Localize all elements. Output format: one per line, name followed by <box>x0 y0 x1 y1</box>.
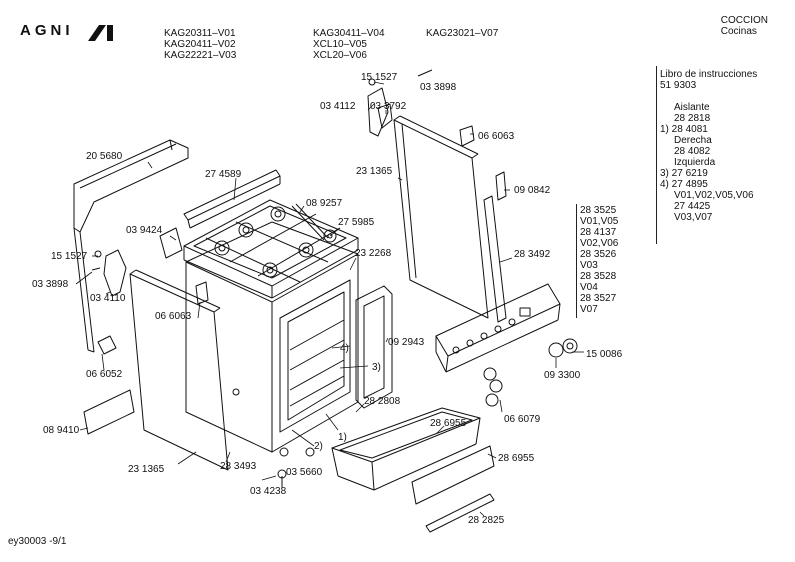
part-label: 2) <box>314 441 323 452</box>
brand-logo-mark-icon <box>88 25 113 41</box>
part-label: 27 5985 <box>338 217 375 228</box>
brackets <box>97 87 507 355</box>
variant-item: V01,V05 <box>580 216 619 227</box>
variant-item: 28 4137 <box>580 227 617 238</box>
variant-item: V03 <box>580 260 598 271</box>
part-label: 15 1527 <box>51 251 88 262</box>
part-label: 28 6955 <box>498 453 535 464</box>
knobs <box>483 338 578 407</box>
model-item: KAG20411–V02 <box>164 39 236 50</box>
part-label: 28 3493 <box>220 461 257 472</box>
part-label: 23 1365 <box>128 464 165 475</box>
part-label: 03 3898 <box>32 279 69 290</box>
brand-logo-text: AGNI <box>20 22 74 39</box>
variant-stack: 28 3525 V01,V05 28 4137 V02,V06 28 3526 … <box>580 205 618 315</box>
part-label: 09 0842 <box>514 185 551 196</box>
variant-item: V04 <box>580 282 598 293</box>
model-item: XCL20–V06 <box>313 50 367 61</box>
part-label: 03 3792 <box>370 101 407 112</box>
drawer-front <box>411 445 495 505</box>
part-label: 23 2268 <box>355 248 392 259</box>
side-note: 3) 27 6219 <box>660 168 708 179</box>
side-note: Libro de instrucciones <box>660 69 758 80</box>
right-rail <box>483 195 507 323</box>
part-label: 4) <box>340 343 349 354</box>
side-note: Izquierda <box>674 157 716 168</box>
variant-item: 28 3527 <box>580 293 617 304</box>
variant-item: 28 3526 <box>580 249 617 260</box>
side-note: Aislante <box>674 102 710 113</box>
part-label: 03 9424 <box>126 225 163 236</box>
bottom-strip <box>425 493 495 533</box>
models-column-1: KAG20311–V01 KAG20411–V02 KAG22221–V03 <box>164 28 236 61</box>
leader-lines <box>75 81 584 517</box>
models-column-3: KAG23021–V07 <box>426 28 498 39</box>
variant-item: V02,V06 <box>580 238 619 249</box>
model-item: KAG20311–V01 <box>164 28 236 39</box>
footer-code: ey30003 -9/1 <box>8 536 67 547</box>
cooker-body <box>185 221 359 453</box>
part-label: 28 3492 <box>514 249 551 260</box>
part-label: 27 4589 <box>205 169 242 180</box>
variant-divider <box>576 204 577 318</box>
part-label: 03 4112 <box>320 101 356 112</box>
part-label: 08 9410 <box>43 425 80 436</box>
model-item: KAG23021–V07 <box>426 28 499 39</box>
screws <box>91 69 433 488</box>
part-label: 15 1527 <box>361 72 398 83</box>
part-label: 23 1365 <box>356 166 393 177</box>
part-label: 03 4110 <box>90 293 126 304</box>
variant-item: 28 3528 <box>580 271 617 282</box>
side-note: 27 4425 <box>674 201 711 212</box>
side-panel-left <box>129 269 229 471</box>
model-item: XCL10–V05 <box>313 39 367 50</box>
part-label: 06 6063 <box>478 131 515 142</box>
drawer <box>331 407 481 491</box>
part-label: 20 5680 <box>86 151 123 162</box>
side-note: 28 4082 <box>674 146 711 157</box>
part-label: 08 9257 <box>306 198 343 209</box>
oven-door-frame <box>355 285 393 409</box>
hob-top <box>183 199 359 299</box>
gas-pipe <box>291 203 329 241</box>
category-label: COCCION Cocinas <box>721 15 768 37</box>
part-label: 28 2825 <box>468 515 505 526</box>
models-column-2: KAG30411–V04 XCL10–V05 XCL20–V06 <box>313 28 385 61</box>
part-label: 03 4238 <box>250 486 287 497</box>
part-label: 09 3300 <box>544 370 581 381</box>
side-note: 1) 28 4081 <box>660 124 708 135</box>
side-note: V03,V07 <box>674 212 713 223</box>
model-item: KAG22221–V03 <box>164 50 237 61</box>
part-label: 15 0086 <box>586 349 623 360</box>
part-label: 03 5660 <box>286 467 323 478</box>
model-item: KAG30411–V04 <box>313 28 385 39</box>
plinth <box>83 389 135 435</box>
variant-item: 28 3525 <box>580 205 617 216</box>
side-panel-right <box>393 115 489 319</box>
part-label: 28 6955 <box>430 418 467 429</box>
part-label: 1) <box>338 432 347 443</box>
part-label: 3) <box>372 362 381 373</box>
part-label: 06 6063 <box>155 311 192 322</box>
side-divider <box>656 66 657 244</box>
variant-item: V07 <box>580 304 598 315</box>
side-notes: Libro de instrucciones 51 9303 Aislante … <box>660 69 757 223</box>
side-note: 4) 27 4895 <box>660 179 708 190</box>
side-note: 28 2818 <box>674 113 711 124</box>
part-label: 06 6052 <box>86 369 123 380</box>
rear-panel-left <box>73 139 189 353</box>
part-label: 28 2808 <box>364 396 401 407</box>
part-label: 03 3898 <box>420 82 457 93</box>
side-note: V01,V02,V05,V06 <box>674 190 754 201</box>
side-note: 51 9303 <box>660 80 697 91</box>
rear-rail <box>183 169 281 229</box>
control-panel <box>435 283 561 373</box>
side-note: Derecha <box>674 135 712 146</box>
part-label: 09 2943 <box>388 337 425 348</box>
category-subtitle: Cocinas <box>720 26 757 37</box>
category-title: COCCION <box>720 15 768 26</box>
part-label: 06 6079 <box>504 414 541 425</box>
